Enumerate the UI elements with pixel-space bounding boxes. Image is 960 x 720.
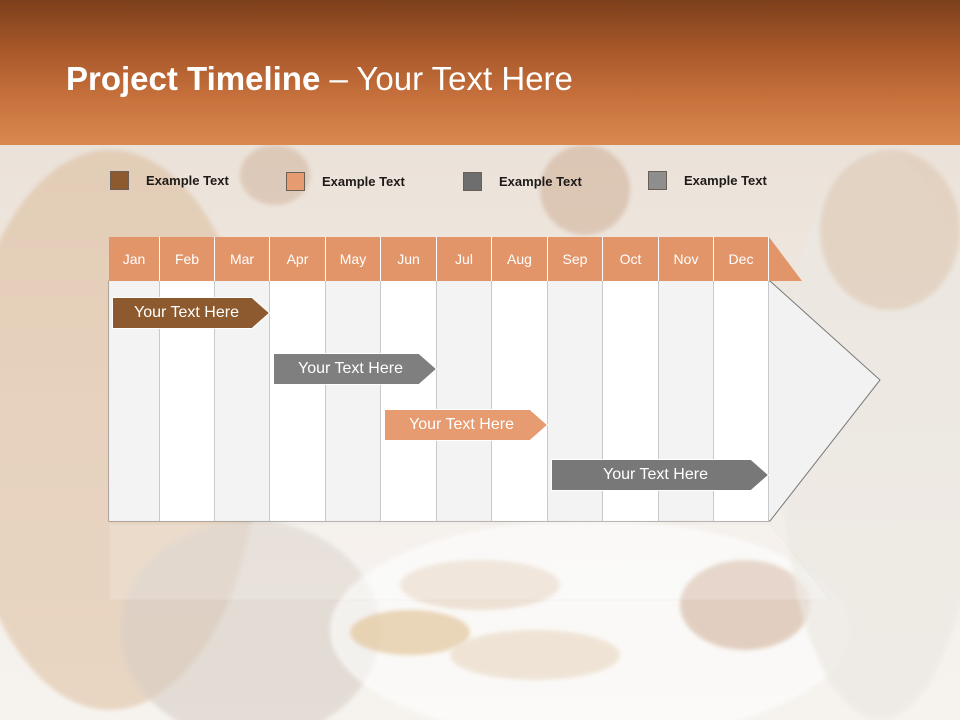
header-band: Project Timeline – Your Text Here	[0, 0, 960, 145]
month-label-nov: Nov	[659, 237, 714, 281]
timeline-reflection	[108, 523, 832, 601]
month-label-apr: Apr	[270, 237, 326, 281]
timeline-header-tip	[769, 237, 802, 281]
month-column	[326, 281, 381, 521]
task-arrow	[273, 353, 437, 385]
task-arrow	[112, 297, 270, 329]
task-arrow-shape	[551, 459, 769, 491]
legend-swatch	[463, 172, 482, 191]
task-arrow-shape	[273, 353, 437, 385]
task-arrow-shape	[384, 409, 548, 441]
task-arrow-shape	[112, 297, 270, 329]
month-label-dec: Dec	[714, 237, 769, 281]
task-bar: Your Text Here	[384, 409, 548, 441]
legend-label: Example Text	[322, 174, 405, 189]
task-bar: Your Text Here	[551, 459, 769, 491]
task-bar: Your Text Here	[273, 353, 437, 385]
task-label: Your Text Here	[298, 360, 403, 377]
task-bar: Your Text Here	[112, 297, 270, 329]
task-arrow	[551, 459, 769, 491]
month-column	[270, 281, 326, 521]
task-label: Your Text Here	[134, 304, 239, 321]
month-label-aug: Aug	[492, 237, 548, 281]
month-label-oct: Oct	[603, 237, 659, 281]
month-label-sep: Sep	[548, 237, 603, 281]
legend-label: Example Text	[499, 174, 582, 189]
legend-label: Example Text	[146, 173, 229, 188]
task-label: Your Text Here	[409, 416, 514, 433]
legend-swatch	[110, 171, 129, 190]
title-bold: Project Timeline	[66, 60, 321, 97]
month-label-feb: Feb	[160, 237, 215, 281]
legend-swatch	[648, 171, 667, 190]
month-label-jan: Jan	[109, 237, 160, 281]
legend-label: Example Text	[684, 173, 767, 188]
month-column	[437, 281, 492, 521]
task-label: Your Text Here	[603, 466, 708, 483]
title-rest: – Your Text Here	[320, 60, 573, 97]
month-column	[492, 281, 548, 521]
month-label-jul: Jul	[437, 237, 492, 281]
legend-swatch	[286, 172, 305, 191]
month-label-jun: Jun	[381, 237, 437, 281]
task-arrow	[384, 409, 548, 441]
month-label-mar: Mar	[215, 237, 270, 281]
month-label-may: May	[326, 237, 381, 281]
month-column	[381, 281, 437, 521]
page-title: Project Timeline – Your Text Here	[66, 60, 573, 98]
